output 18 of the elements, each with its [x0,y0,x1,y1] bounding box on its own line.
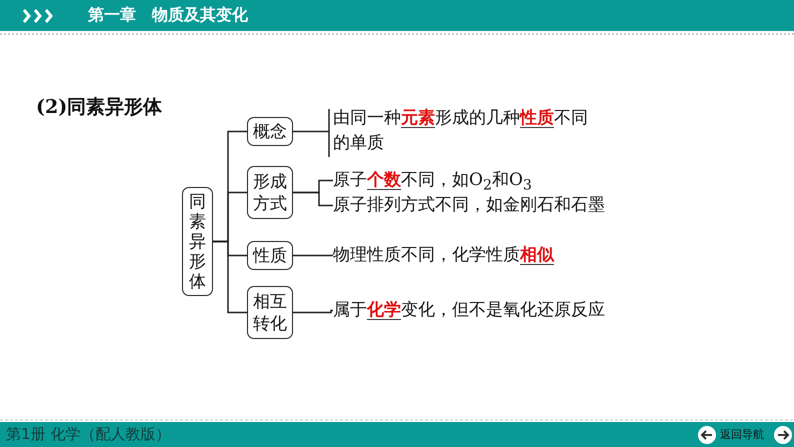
category-box: 概念 [247,117,293,146]
footer-text: 第1册 化学（配人教版） [6,424,170,444]
connector-line [293,192,333,206]
category-box: 相互转化 [247,286,293,339]
connector-line [293,254,333,256]
section-title: (2)同素异形体 [36,95,162,120]
chapter-title: 第一章 物质及其变化 [88,4,248,26]
connector-line [213,240,247,314]
description-text: 由同一种元素形成的几种性质不同的单质 [333,106,595,156]
description-text: 物理性质不同，化学性质相似 [333,243,633,268]
category-box: 形成方式 [247,166,293,219]
description-text: 属于化学变化，但不是氧化还原反应 [333,298,653,323]
root-box: 同素异形体 [182,187,213,296]
nav-link: 返回导航 [720,427,764,443]
category-box: 性质 [247,241,293,270]
description-text: 原子排列方式不同，如金刚石和石墨 [333,193,633,218]
connector-line [293,310,333,314]
connector-line [293,130,330,132]
